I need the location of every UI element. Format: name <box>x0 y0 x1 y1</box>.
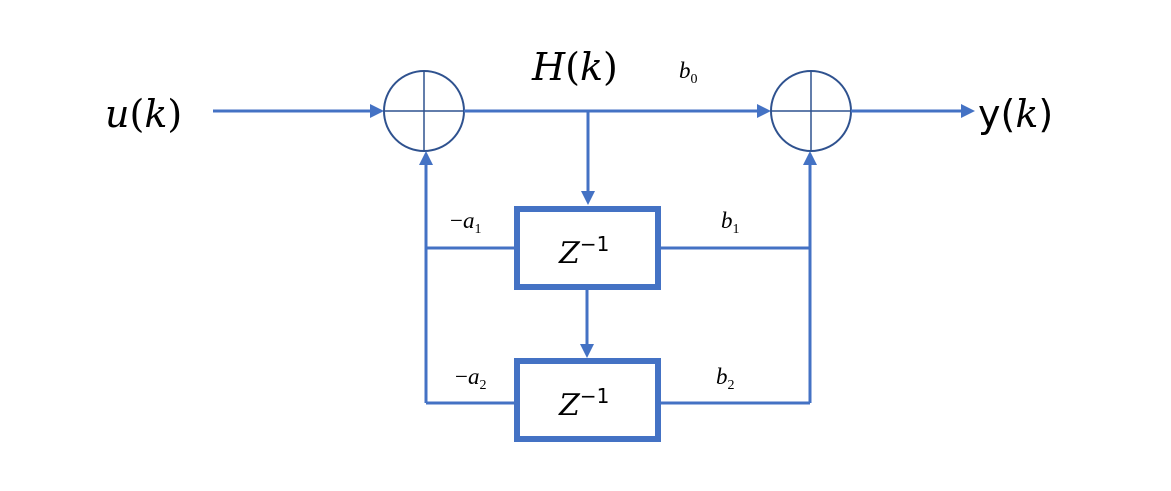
delay2-arrowhead <box>580 344 594 358</box>
delay-label-2: Z−1 <box>558 384 609 423</box>
feedforward-arrowhead <box>803 151 817 165</box>
coef-a1: −a1 <box>450 208 481 237</box>
left-summing-junction <box>383 70 465 152</box>
delay-block-1 <box>514 206 661 290</box>
delay1-arrowhead <box>581 191 595 205</box>
state-label: H(k) <box>531 45 618 89</box>
feedback-arrowhead <box>419 151 433 165</box>
right-summing-junction <box>770 70 852 152</box>
output-arrowhead <box>961 104 975 118</box>
input-arrowhead <box>370 104 384 118</box>
coef-b1: b1 <box>721 208 740 237</box>
forward-arrowhead <box>757 104 771 118</box>
coef-b2: b2 <box>716 364 735 393</box>
delay-block-2 <box>514 358 661 442</box>
output-label: y(k) <box>978 92 1053 136</box>
input-label: u(k) <box>105 92 182 136</box>
delay-label-1: Z−1 <box>558 232 609 271</box>
coef-b0: b0 <box>679 58 698 87</box>
coef-a2: −a2 <box>455 364 486 393</box>
